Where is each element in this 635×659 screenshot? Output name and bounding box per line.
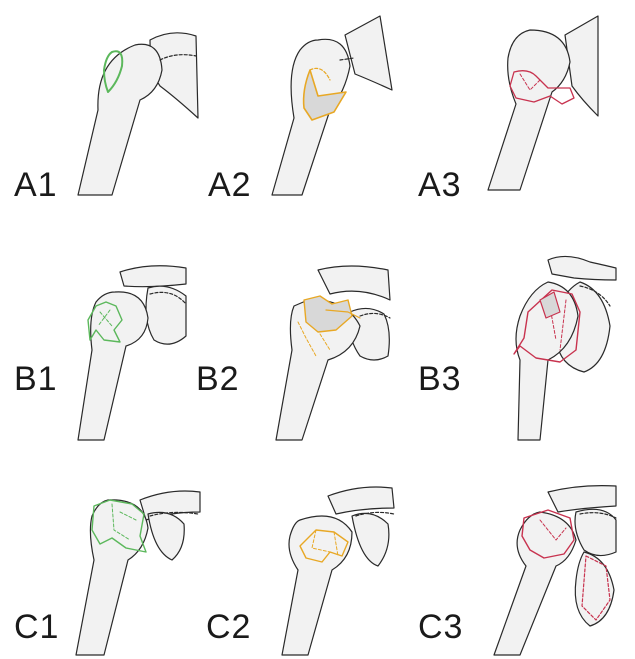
panel-a1-drawing (78, 33, 198, 195)
panel-b1-drawing (78, 266, 186, 440)
panel-a2-drawing (272, 16, 392, 195)
panel-c1-drawing (76, 491, 200, 655)
panel-c3-drawing (494, 486, 616, 655)
panel-a3-drawing (488, 16, 598, 190)
panel-b3-drawing (514, 256, 616, 440)
panel-b2-drawing (276, 266, 390, 440)
panel-c2-drawing (282, 487, 394, 655)
